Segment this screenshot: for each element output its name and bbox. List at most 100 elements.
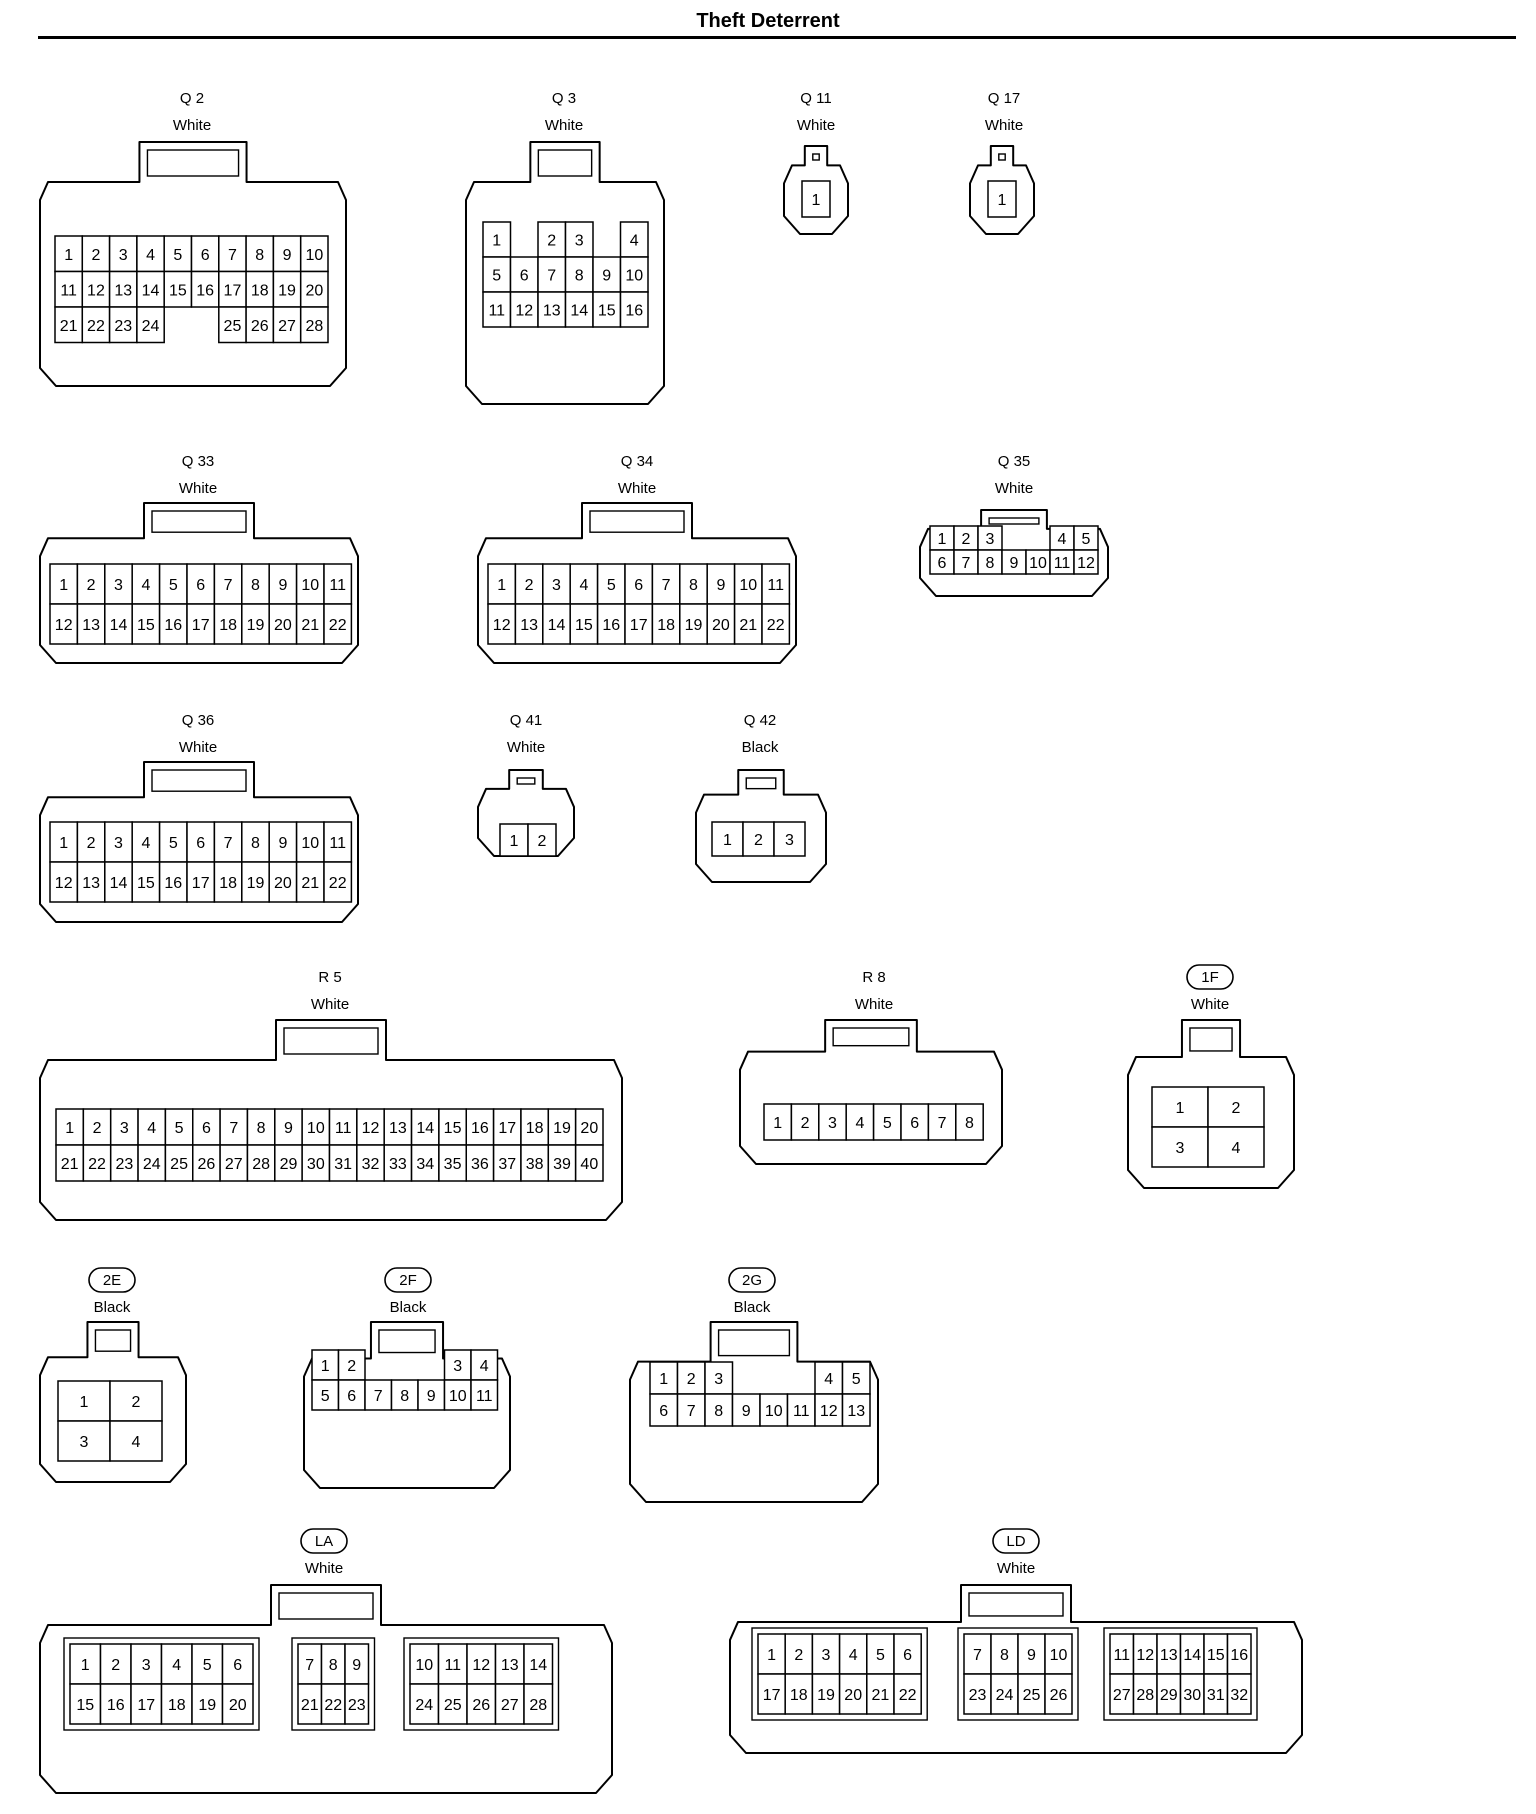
pin-cell [136, 306, 165, 344]
pin-number: 3 [986, 531, 995, 548]
pin-cell [160, 1683, 193, 1725]
pin-cell [499, 823, 529, 857]
pin-cell [814, 1361, 844, 1395]
pin-number: 26 [1050, 1687, 1068, 1704]
connector-latch [812, 153, 820, 161]
connector-id: R 5 [318, 969, 341, 986]
pin-cell [437, 1643, 468, 1685]
pin-cell [977, 525, 1003, 551]
pin-cell [706, 603, 736, 645]
pin-number: 19 [817, 1687, 835, 1704]
pin-number: 5 [607, 577, 616, 594]
pin-number: 20 [274, 875, 292, 892]
pin-number: 11 [767, 577, 784, 594]
pin-number: 15 [169, 282, 187, 299]
connector-color: Black [734, 1299, 771, 1316]
pin-number: 18 [219, 617, 237, 634]
pin-number: 7 [662, 577, 671, 594]
pin-cell [301, 1144, 331, 1182]
pin-cell [872, 1103, 902, 1141]
pin-cell [742, 821, 775, 857]
pin-number: 8 [400, 1388, 409, 1405]
pin-number: 24 [142, 318, 160, 335]
pin-number: 9 [1010, 555, 1019, 572]
pin-number: 32 [1230, 1687, 1248, 1704]
pin-number: 7 [224, 835, 233, 852]
connector-latch [516, 777, 536, 785]
pin-number: 5 [169, 577, 178, 594]
pin-number: 13 [520, 617, 538, 634]
pin-number: 14 [570, 303, 588, 320]
pin-number: 13 [82, 875, 100, 892]
pin-number: 1 [64, 247, 73, 264]
pin-cell [49, 603, 79, 645]
pin-cell [241, 861, 270, 903]
pin-number: 14 [110, 875, 128, 892]
pin-number: 9 [427, 1388, 436, 1405]
pin-number: 13 [82, 617, 100, 634]
pin-number: 5 [492, 268, 501, 285]
pin-number: 8 [251, 835, 260, 852]
pin-cell [704, 1393, 734, 1427]
pin-cell [295, 821, 325, 863]
pin-number: 34 [416, 1156, 434, 1173]
connector-housing [39, 141, 347, 387]
pin-cell [955, 1103, 984, 1141]
pin-cell [221, 1643, 254, 1685]
connector-latch [283, 1027, 379, 1055]
pin-cell [596, 603, 626, 645]
pin-number: 10 [765, 1403, 783, 1420]
pin-number: 6 [196, 577, 205, 594]
pin-cell [158, 861, 188, 903]
pin-number: 6 [347, 1388, 356, 1405]
connector-color: Black [390, 1299, 427, 1316]
pin-number: 3 [822, 1647, 831, 1664]
connector-color: White [995, 480, 1033, 497]
pin-cell [272, 270, 302, 308]
pin-cell [523, 1683, 554, 1725]
connector-id: Q 34 [621, 453, 654, 470]
pin-cell [929, 525, 955, 551]
pin-cell [274, 1144, 303, 1182]
connector-latch [832, 1027, 910, 1047]
pin-cell [759, 1393, 789, 1427]
pin-number: 28 [305, 318, 323, 335]
pin-cell [814, 1393, 844, 1427]
pin-number: 1 [510, 833, 519, 850]
pin-number: 2 [538, 833, 547, 850]
pin-cell [679, 603, 708, 645]
pin-number: 4 [579, 577, 588, 594]
connector-latch [151, 769, 247, 792]
pin-number: 24 [415, 1697, 433, 1714]
title-rule [38, 36, 1516, 39]
pin-number: 12 [55, 617, 73, 634]
pin-cell [49, 563, 79, 605]
pin-cell [246, 1144, 276, 1182]
pin-cell [1049, 549, 1075, 575]
pin-cell [1049, 525, 1075, 551]
connector-housing [695, 769, 827, 883]
connector-id: LA [315, 1533, 333, 1550]
pin-number: 5 [883, 1115, 892, 1132]
connector-housing [477, 769, 575, 857]
pin-number: 1 [81, 1657, 90, 1674]
pin-number: 15 [575, 617, 593, 634]
pin-number: 8 [689, 577, 698, 594]
connector-latch [745, 777, 777, 790]
pin-cell [82, 1108, 112, 1146]
pin-number: 6 [903, 1647, 912, 1664]
pin-cell [301, 1108, 331, 1146]
connector-id-pill [728, 1267, 776, 1293]
pin-cell [619, 291, 649, 328]
pin-cell [337, 1379, 366, 1411]
pin-cell [76, 603, 106, 645]
connector-color: White [179, 480, 217, 497]
pin-number: 13 [389, 1120, 407, 1137]
pin-number: 11 [335, 1120, 352, 1137]
pin-cell [54, 306, 84, 344]
pin-number: 18 [526, 1120, 544, 1137]
